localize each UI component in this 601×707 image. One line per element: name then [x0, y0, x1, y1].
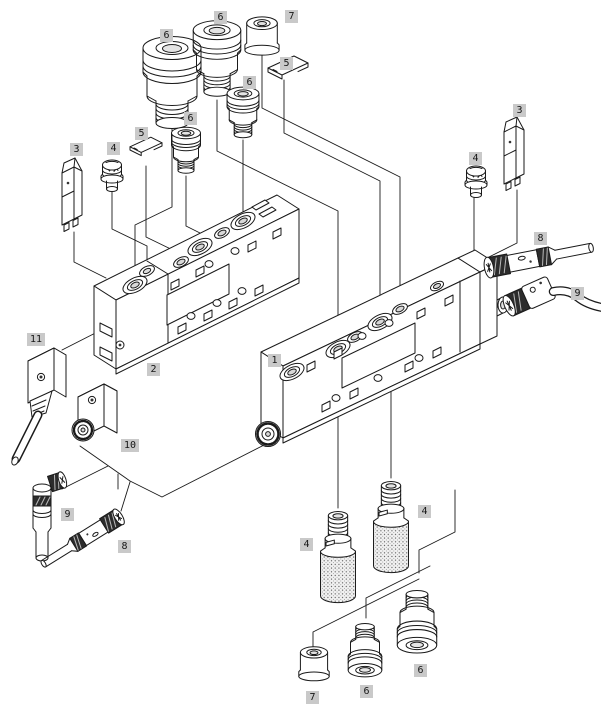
callout-2: 2	[147, 363, 160, 376]
callout-8-1: 8	[534, 232, 547, 245]
callout-4-2: 4	[469, 152, 482, 165]
blanking-plug-7a	[244, 16, 280, 56]
callout-11: 11	[27, 333, 46, 346]
callout-6-5: 6	[414, 664, 427, 677]
plug-socket-11	[11, 347, 67, 466]
callout-4-4: 4	[300, 538, 313, 551]
port-markings	[170, 227, 282, 335]
callout-1: 1	[268, 354, 281, 367]
silencer-4c	[320, 511, 356, 604]
cartridge-3a	[61, 157, 83, 232]
callout-5-1: 5	[280, 57, 293, 70]
cartridge-3b	[503, 116, 525, 191]
fitting-6e	[396, 589, 438, 654]
silencer-4d	[373, 481, 409, 574]
fitting-6b	[192, 20, 242, 97]
m12-socket	[255, 421, 281, 447]
valve-body-2	[93, 194, 300, 375]
valve-body-1	[255, 249, 509, 447]
callout-3-2: 3	[513, 104, 526, 117]
fitting-6c	[226, 86, 260, 139]
callout-10: 10	[121, 439, 140, 452]
callout-9-1: 9	[571, 287, 584, 300]
pilot-plug-4b	[464, 165, 488, 198]
callout-3-1: 3	[70, 143, 83, 156]
fitting-6f	[347, 623, 383, 678]
callout-6-6: 6	[360, 685, 373, 698]
cable-connector-9a	[502, 276, 601, 317]
callout-7-2: 7	[306, 691, 319, 704]
callout-6-1: 6	[160, 29, 173, 42]
plug-socket-10	[71, 383, 118, 442]
pilot-plug-4a	[100, 159, 124, 192]
callout-9-2: 9	[61, 508, 74, 521]
callout-5-2: 5	[135, 127, 148, 140]
callout-6-2: 6	[214, 11, 227, 24]
callout-8-2: 8	[118, 540, 131, 553]
callout-4-3: 4	[418, 505, 431, 518]
fitting-6d	[171, 126, 201, 174]
blanking-plug-7b	[298, 646, 330, 682]
callout-4-1: 4	[107, 142, 120, 155]
callout-7-1: 7	[285, 10, 298, 23]
callout-6-4: 6	[184, 112, 197, 125]
callout-6-3: 6	[243, 76, 256, 89]
